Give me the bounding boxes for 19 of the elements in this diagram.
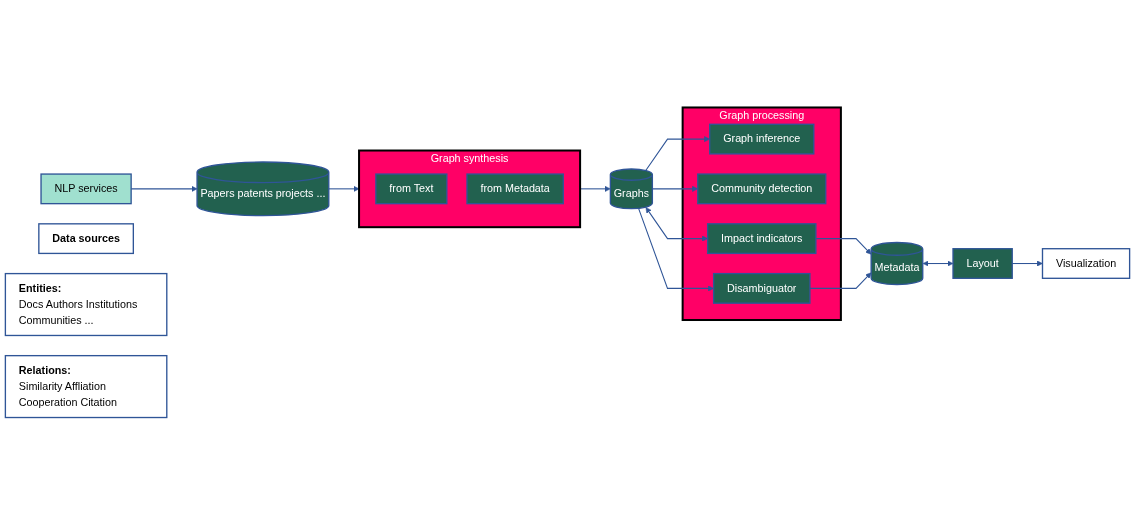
node-box: Graph inference	[709, 123, 815, 155]
node-box: Disambiguator	[712, 272, 811, 304]
node-box: from Text	[375, 173, 448, 205]
node-box: Data sources	[38, 223, 134, 255]
node-box: Entities: Docs Authors Institutions Communities ...	[4, 272, 168, 337]
node-box: Relations: Similarity Affliation Cooperation Citation	[4, 354, 168, 419]
node-box: Layout	[952, 248, 1013, 279]
arrow	[645, 136, 710, 172]
arrow	[815, 238, 872, 255]
node-box: Visualization	[1041, 248, 1131, 279]
node-box: from Metadata	[466, 173, 564, 205]
arrow	[638, 207, 714, 292]
node-box: Community detection	[697, 173, 827, 205]
arrow	[645, 207, 708, 242]
node-box: NLP services	[40, 173, 132, 205]
arrow	[328, 185, 360, 192]
arrow	[922, 260, 954, 267]
node-box: Impact indicators	[706, 223, 817, 255]
arrow	[809, 272, 872, 289]
